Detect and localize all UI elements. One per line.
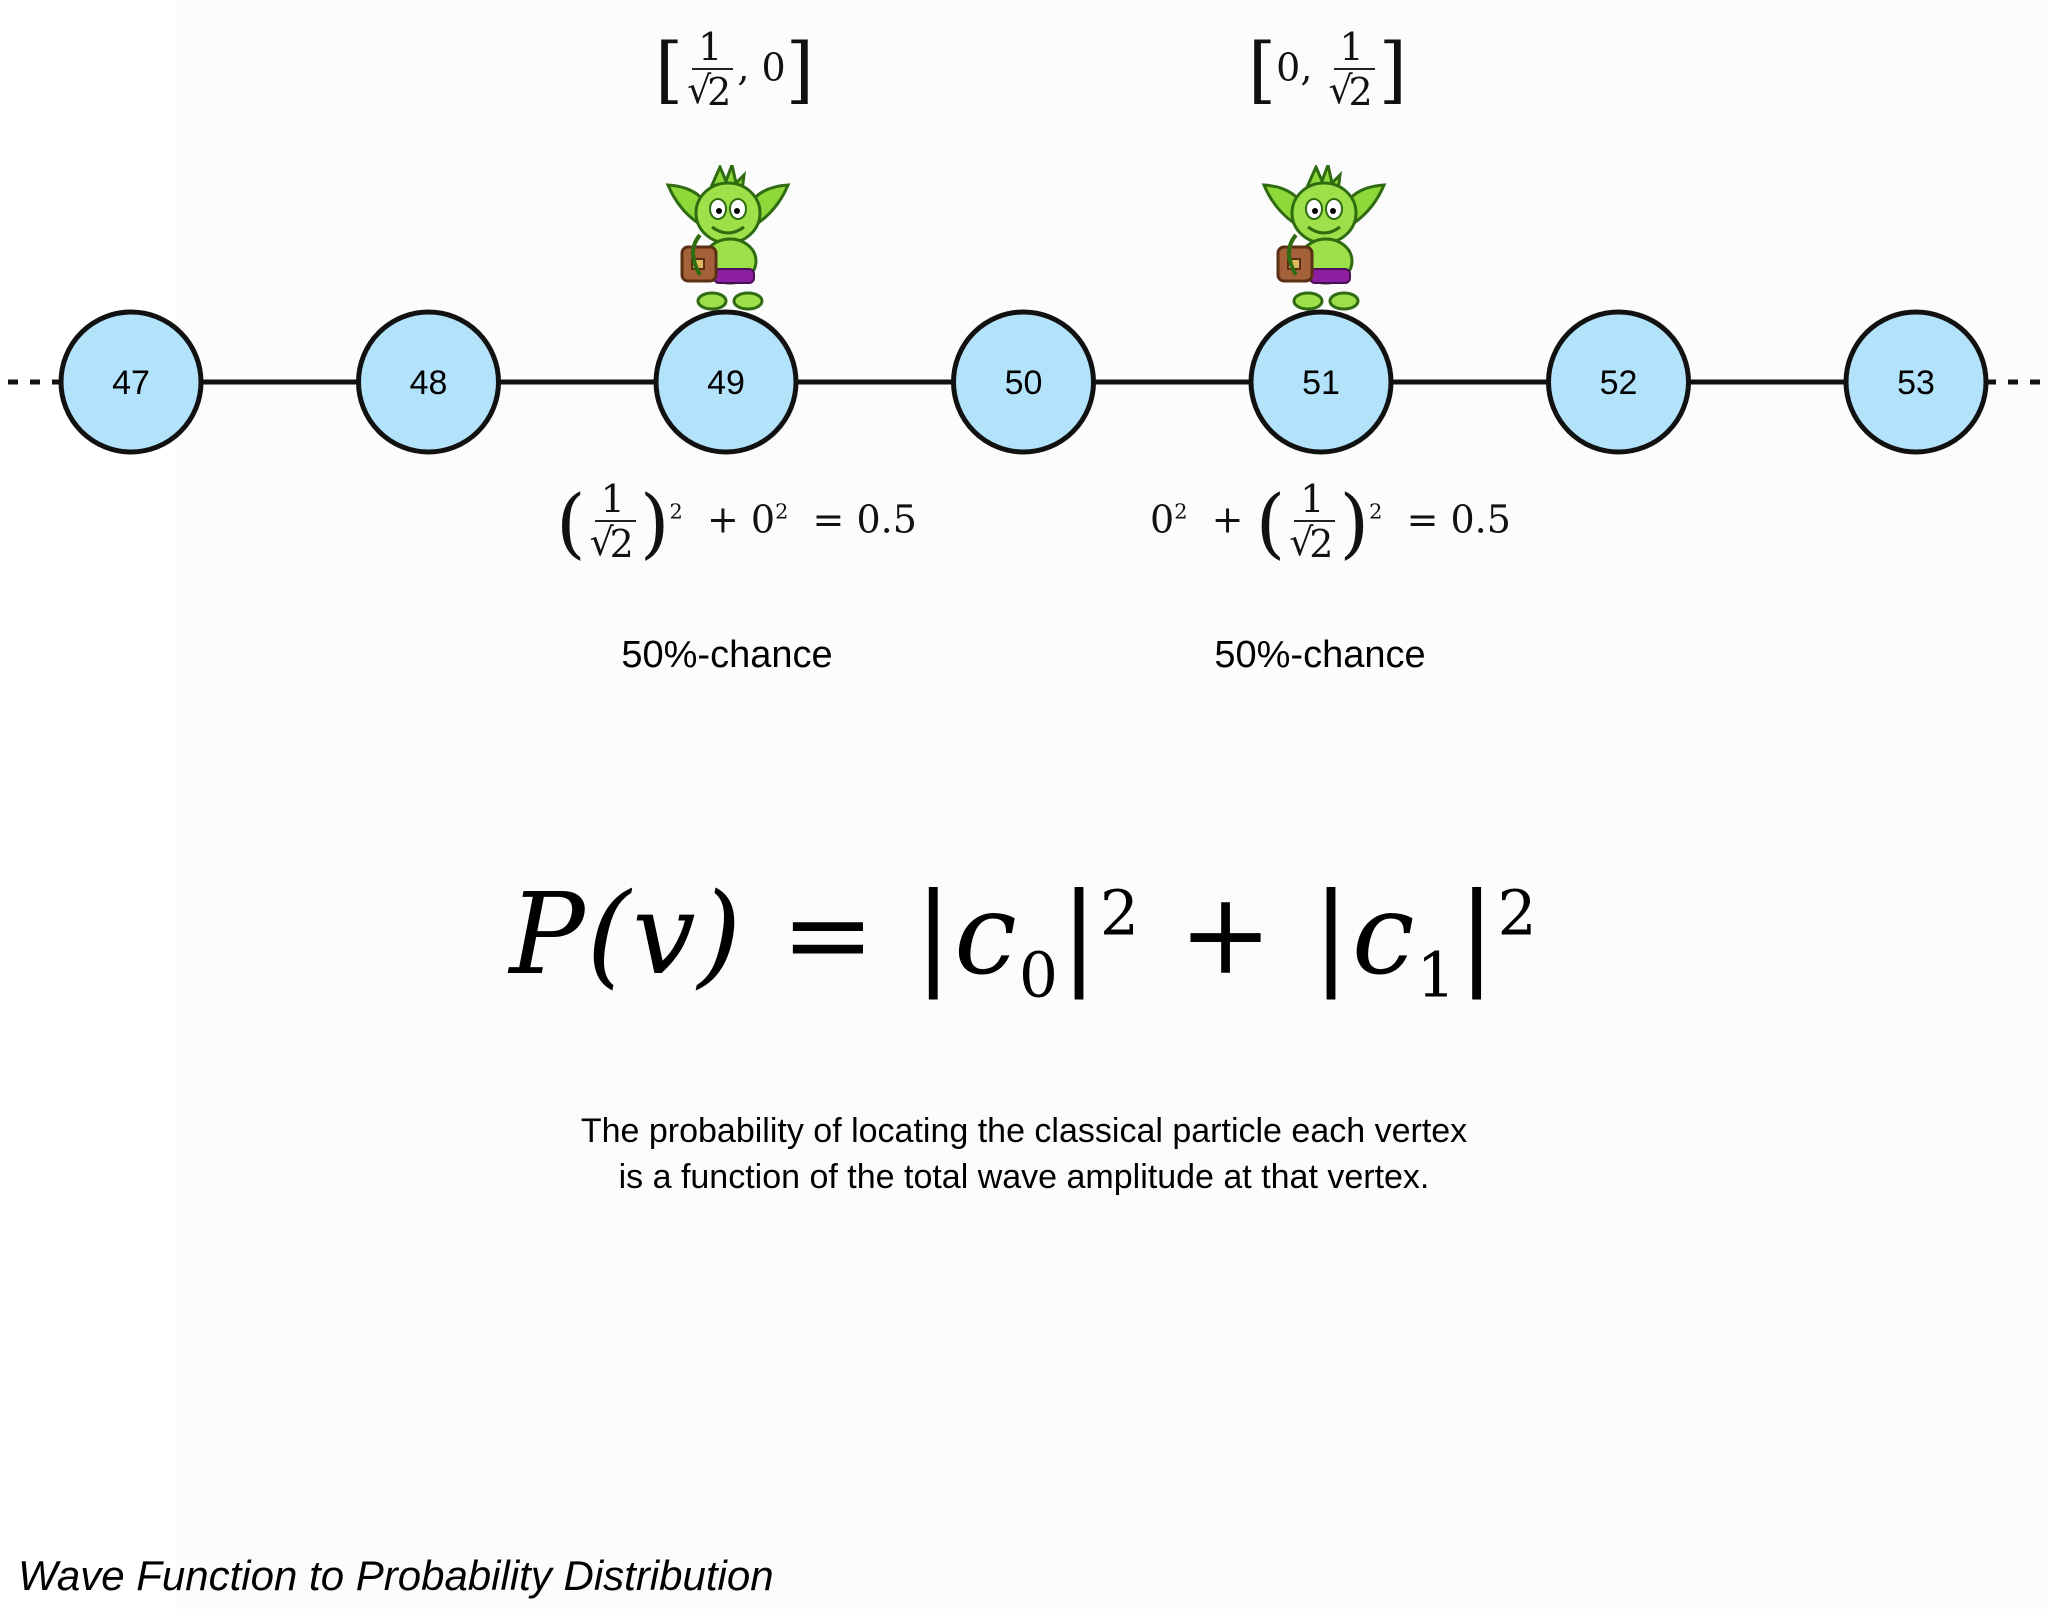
- vertex-label-51: 51: [1302, 364, 1340, 402]
- diagram-panel: [176, 0, 2048, 1609]
- vertex-label-50: 50: [1005, 364, 1043, 402]
- amplitude-vector-51: [0, 12]: [1248, 27, 1407, 114]
- probability-calc-51: 02 + (12)2 = 0.5: [1150, 479, 1511, 566]
- vertex-47: [58, 309, 204, 455]
- vertex-51: [1248, 309, 1394, 455]
- vertex-50: [951, 309, 1096, 455]
- vertex-label-49: 49: [707, 364, 745, 402]
- vertex-graph: 47 48 49 50 51 52 53: [8, 309, 2040, 455]
- caption-line-2: is a function of the total wave amplitud…: [618, 1158, 1430, 1196]
- vertex-label-48: 48: [410, 364, 448, 402]
- vertex-53: [1843, 309, 1989, 455]
- vertex-label-47: 47: [112, 364, 150, 402]
- vertex-label-53: 53: [1897, 364, 1935, 402]
- vertex-52: [1546, 309, 1691, 455]
- caption-line-1: The probability of locating the classica…: [580, 1112, 1468, 1150]
- probability-calc-49: (12)2 + 02 = 0.5: [556, 479, 917, 566]
- caption: The probability of locating the classica…: [0, 1108, 2048, 1200]
- figure-title: Wave Function to Probability Distributio…: [18, 1552, 774, 1599]
- goblin-icon: [665, 165, 791, 311]
- chance-label-49: 50%-chance: [621, 634, 833, 676]
- vertex-48: [356, 309, 501, 455]
- amplitude-vector-49: [12, 0]: [655, 27, 814, 114]
- vertex-49: [653, 309, 799, 455]
- chance-label-51: 50%-chance: [1214, 634, 1426, 676]
- goblin-icon: [1261, 165, 1387, 311]
- vertex-label-52: 52: [1600, 364, 1638, 402]
- probability-formula: P(v) = |c0|2 + |c1|2: [509, 870, 1539, 1012]
